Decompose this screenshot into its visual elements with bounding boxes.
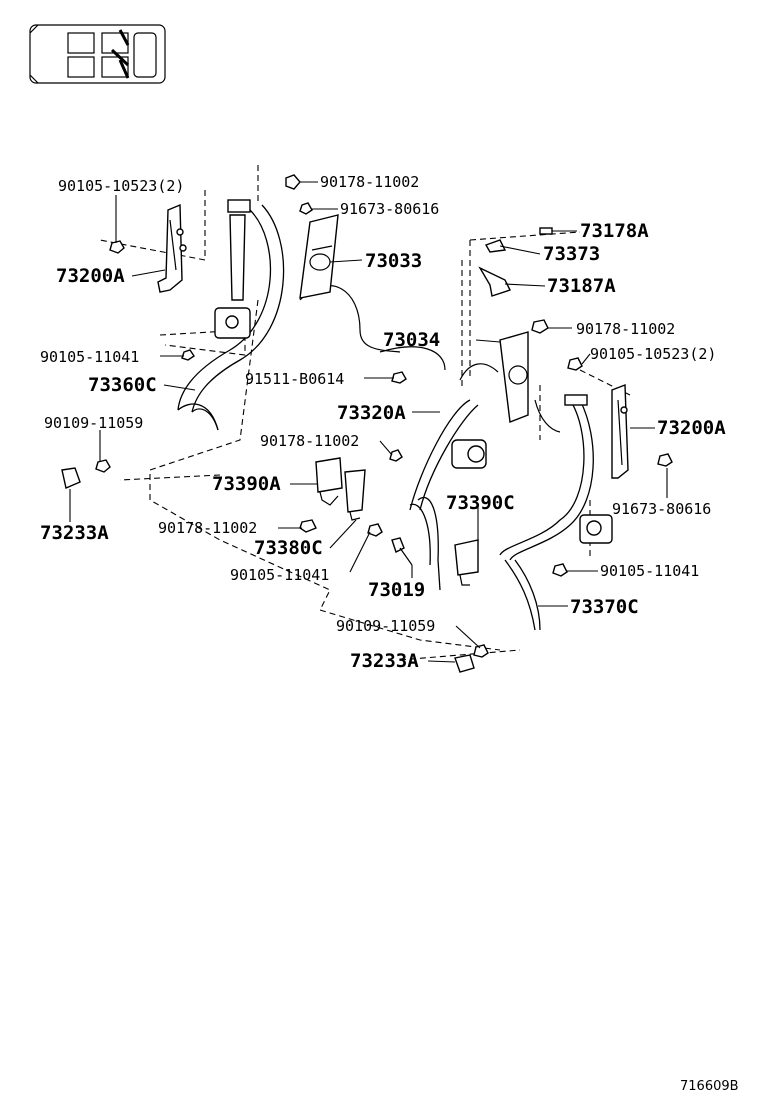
- vehicle-seat-locator-icon: [29, 24, 166, 84]
- part-label-73380c: 73380C: [254, 537, 323, 559]
- part-label-73390a: 73390A: [212, 473, 281, 495]
- anchor-cover-bottom: [454, 654, 475, 673]
- part-label-91511-b0614: 91511-B0614: [245, 370, 344, 388]
- part-label-73320a: 73320A: [337, 402, 406, 424]
- illustration-id: 716609B: [680, 1079, 739, 1094]
- left-height-adjuster: [157, 203, 187, 293]
- part-label-90178-11002-low: 90178-11002: [158, 519, 257, 537]
- center-seat-belt-73320a: [409, 399, 487, 591]
- part-label-90105-11041-left: 90105-11041: [40, 348, 139, 366]
- clip-parts-top-right: [478, 227, 553, 297]
- part-label-73390c: 73390C: [446, 492, 515, 514]
- part-label-73187a: 73187A: [547, 275, 616, 297]
- part-label-90178-11002-top: 90178-11002: [320, 173, 419, 191]
- part-label-90178-11002-right: 90178-11002: [576, 320, 675, 338]
- part-label-90105-10523-left: 90105-10523(2): [58, 177, 184, 195]
- part-label-90105-11041-right: 90105-11041: [600, 562, 699, 580]
- part-label-90105-10523-right: 90105-10523(2): [590, 345, 716, 363]
- right-seat-belt-assembly: [499, 394, 613, 631]
- part-label-73233a-left: 73233A: [40, 522, 109, 544]
- pillar-cover-73034: [499, 331, 529, 423]
- part-label-73370c: 73370C: [570, 596, 639, 618]
- part-label-73233a-bottom: 73233A: [350, 650, 419, 672]
- part-label-90109-11059-left: 90109-11059: [44, 414, 143, 432]
- leader-lines: [69, 181, 668, 663]
- buckle-73380c: [344, 469, 366, 521]
- part-label-91673-80616-right: 91673-80616: [612, 500, 711, 518]
- pillar-cover-73033: [299, 214, 339, 299]
- right-height-adjuster: [611, 383, 629, 479]
- part-label-73019: 73019: [368, 579, 425, 601]
- anchor-cover-left: [61, 467, 81, 489]
- left-seat-belt-assembly: [177, 199, 285, 431]
- fasteners: [95, 174, 673, 658]
- part-label-73033: 73033: [365, 250, 422, 272]
- part-label-91673-80616-top: 91673-80616: [340, 200, 439, 218]
- part-label-73178a: 73178A: [580, 220, 649, 242]
- part-label-90105-11041-mid: 90105-11041: [230, 566, 329, 584]
- buckle-73390c: [454, 539, 479, 586]
- part-label-73200a-right: 73200A: [657, 417, 726, 439]
- reference-outline: [99, 165, 631, 661]
- part-label-73200a-left: 73200A: [56, 265, 125, 287]
- part-label-73034: 73034: [383, 329, 440, 351]
- part-label-73360c: 73360C: [88, 374, 157, 396]
- part-label-90109-11059-bottom: 90109-11059: [336, 617, 435, 635]
- part-label-73373: 73373: [543, 243, 600, 265]
- buckle-73390a: [315, 457, 343, 506]
- part-label-90178-11002-mid: 90178-11002: [260, 432, 359, 450]
